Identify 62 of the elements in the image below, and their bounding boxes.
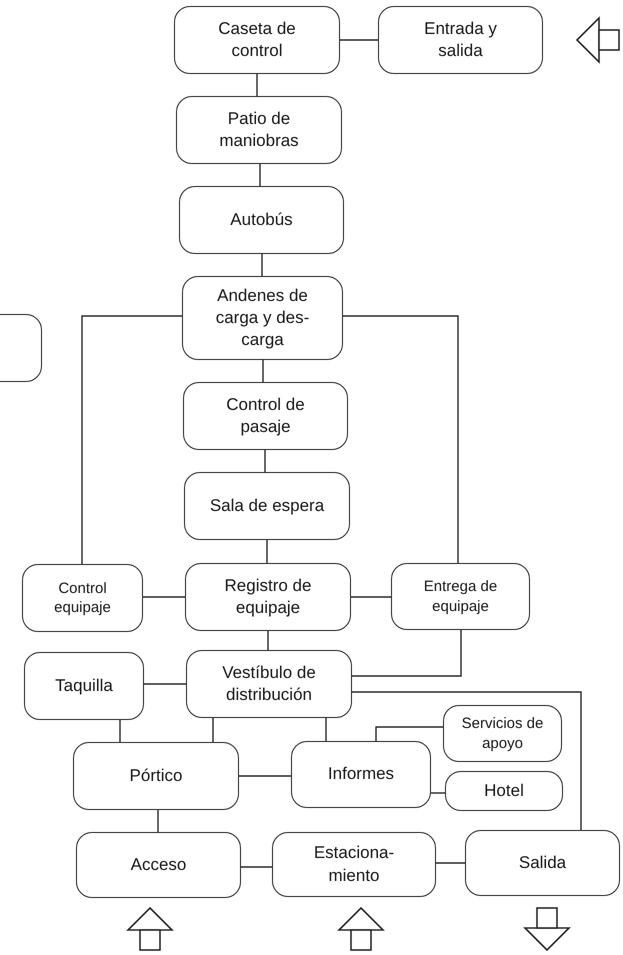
process-box [183,382,348,450]
box-label: Vestíbulo de distribución [221,662,317,706]
box-label: Estaciona- miento [312,842,396,886]
box-label: Control de pasaje [225,394,306,438]
process-box [185,563,351,631]
connector-line [343,315,459,563]
process-box [176,96,342,164]
box-label: Acceso [130,854,186,876]
connector-line [436,862,465,864]
connector-line [352,630,462,677]
process-box [179,186,344,254]
process-box [184,472,350,540]
box-label: Servicios de apoyo [460,714,544,753]
box-label: Pórtico [130,764,182,787]
box-label: Autobús [230,208,293,231]
connector-line [144,683,186,685]
box-label: Salida [518,852,566,874]
process-box [272,832,436,897]
connector-line [261,254,263,276]
box-label: Control equipaje [53,578,112,618]
box-label: Caseta de control [217,18,297,62]
connector-line [81,315,182,564]
process-box [76,832,241,898]
connector-line [119,720,121,742]
connector-line [325,718,327,741]
process-box [445,771,563,811]
connector-line [239,775,291,777]
process-box [391,563,530,630]
box-label: Entrada y salida [423,18,498,62]
process-box [182,276,343,360]
box-label: Informes [328,763,394,786]
connector-line [157,810,159,832]
connector-line [375,726,443,741]
process-box [22,564,143,632]
process-box [73,742,239,810]
process-box [465,830,620,896]
box-label: Sala de espera [210,494,324,517]
box-label: Hotel [484,780,524,802]
process-box [443,705,562,762]
box-label: Andenes de carga y des- carga [214,284,310,352]
process-box [174,6,340,74]
connector-line [262,360,264,382]
box-label: Registro de equipaje [224,574,312,619]
box-label: Patio de maniobras [218,108,300,152]
process-box [186,650,352,718]
connector-line [264,450,266,472]
connector-line [143,596,185,598]
connector-line [266,540,268,563]
connector-line [212,718,214,742]
connector-line [267,631,269,650]
connector-line [351,596,391,598]
connector-line [340,39,378,41]
connector-line [241,866,272,868]
box-label: Entrega de equipaje [422,577,498,616]
connector-line [259,164,261,186]
connector-line [431,792,445,794]
connector-line [256,74,258,96]
box-label: Taquilla [55,674,113,697]
connector-line [352,691,582,830]
process-box [291,741,431,808]
process-box [24,652,144,720]
process-box [378,6,543,74]
